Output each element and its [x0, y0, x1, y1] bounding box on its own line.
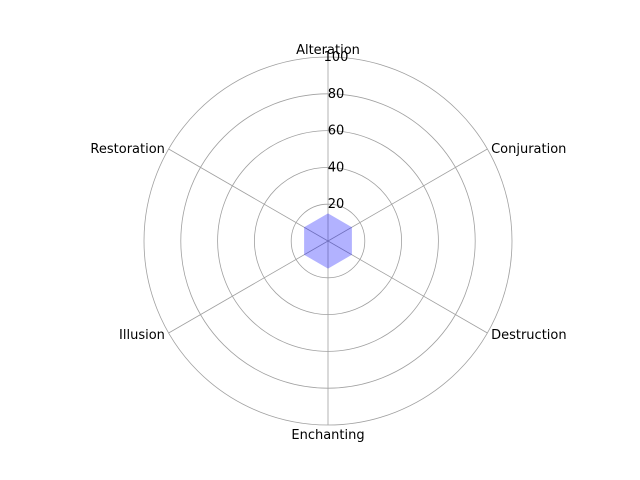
r-tick-label-100: 100 — [324, 50, 349, 65]
r-tick-label-20: 20 — [328, 197, 345, 212]
grid-layer — [143, 56, 513, 426]
category-label-conjuration: Conjuration — [491, 142, 566, 157]
spoke-restoration — [168, 148, 329, 242]
label-layer: 20 40 60 80 100AlterationConjurationDestruct… — [90, 43, 566, 443]
spoke-conjuration — [327, 148, 488, 242]
spoke-illusion — [168, 240, 329, 334]
category-label-restoration: Restoration — [90, 142, 164, 157]
category-label-alteration: Alteration — [296, 43, 360, 58]
series-layer — [304, 213, 352, 269]
category-label-illusion: Illusion — [119, 328, 165, 343]
r-tick-label-80: 80 — [328, 87, 345, 102]
series-area-0 — [304, 213, 352, 269]
r-tick-label-60: 60 — [328, 124, 345, 139]
spoke-destruction — [327, 240, 488, 334]
category-label-destruction: Destruction — [491, 328, 567, 343]
category-label-enchanting: Enchanting — [291, 428, 364, 443]
r-tick-label-40: 40 — [328, 160, 345, 175]
